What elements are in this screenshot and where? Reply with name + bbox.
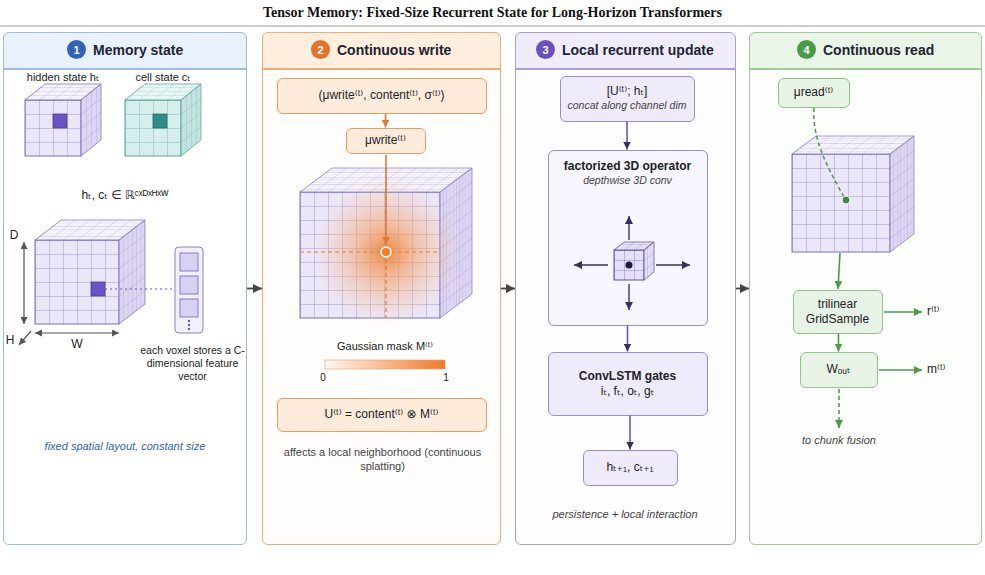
process-box: Wₒᵤₜ bbox=[800, 352, 878, 388]
box-text: U⁽ᵗ⁾ = content⁽ᵗ⁾ ⊗ M⁽ᵗ⁾ bbox=[324, 407, 438, 422]
stage-panel: Memory state 1 bbox=[3, 32, 247, 545]
flow-arrow bbox=[838, 334, 840, 352]
flow-arrow bbox=[501, 288, 515, 290]
flow-arrow bbox=[247, 288, 262, 290]
process-box: trilinear GridSample bbox=[793, 290, 883, 334]
depth-arrow bbox=[23, 242, 24, 324]
read-cube bbox=[792, 136, 914, 252]
stage-panel: Local recurrent update 3 [U⁽ᵗ⁾; hₜ]concat … bbox=[515, 32, 736, 545]
height-arrow bbox=[19, 331, 31, 345]
box-text: μwrite⁽ᵗ⁾ bbox=[365, 133, 406, 148]
neighbor-arrow bbox=[628, 216, 629, 240]
process-box: μwrite⁽ᵗ⁾ bbox=[346, 128, 426, 154]
panel-title: Memory state bbox=[93, 33, 183, 68]
write-center bbox=[381, 247, 391, 257]
title-rule bbox=[0, 26, 985, 27]
process-box: factorized 3D operatordepthwise 3D conv bbox=[548, 150, 708, 326]
mask-colorbar bbox=[325, 360, 445, 369]
flow-arrow bbox=[626, 122, 628, 150]
flow-arrow bbox=[627, 326, 629, 352]
output-arrow bbox=[884, 311, 922, 313]
flow-arrow bbox=[629, 416, 631, 450]
voxel-grid-cube bbox=[35, 220, 145, 324]
crosshair bbox=[300, 251, 440, 252]
flow-arrow bbox=[385, 114, 387, 128]
step-number-text: 4 bbox=[803, 44, 809, 56]
box-text: hₜ₊₁, cₜ₊₁ bbox=[606, 460, 653, 475]
write-pointer bbox=[385, 155, 387, 245]
box-text: depthwise 3D conv bbox=[583, 174, 672, 187]
process-box: hₜ₊₁, cₜ₊₁ bbox=[583, 450, 678, 486]
cell-state-cube bbox=[125, 84, 201, 156]
crosshair bbox=[385, 168, 386, 318]
operator-cube bbox=[614, 242, 654, 280]
box-text: μread⁽ᵗ⁾ bbox=[794, 85, 833, 100]
write-cube bbox=[300, 168, 472, 318]
process-box: μread⁽ᵗ⁾ bbox=[778, 78, 850, 108]
step-number: 2 bbox=[311, 40, 330, 59]
box-text: ConvLSTM gates bbox=[579, 369, 676, 384]
stage-panel: Continuous read 4 μread⁽ᵗ⁾ trilinear GridSa… bbox=[749, 32, 982, 545]
panel-title: Local recurrent update bbox=[562, 33, 714, 68]
step-number: 4 bbox=[797, 40, 816, 59]
process-box: ConvLSTM gatesiₜ, fₜ, oₜ, gₜ bbox=[548, 352, 708, 416]
sample-arrow bbox=[838, 253, 840, 289]
box-text: concat along channel dim bbox=[567, 99, 686, 112]
process-box: (μwrite⁽ᵗ⁾, content⁽ᵗ⁾, σ⁽ᵗ⁾) bbox=[277, 78, 487, 114]
step-number: 1 bbox=[67, 40, 86, 59]
gaussian-splat bbox=[312, 178, 460, 326]
neighbor-arrow bbox=[574, 264, 608, 265]
step-number-text: 1 bbox=[73, 44, 79, 56]
box-text: trilinear GridSample bbox=[798, 297, 878, 327]
box-text: (μwrite⁽ᵗ⁾, content⁽ᵗ⁾, σ⁽ᵗ⁾) bbox=[319, 88, 445, 103]
process-box: [U⁽ᵗ⁾; hₜ]concat along channel dim bbox=[560, 76, 695, 122]
neighbor-arrow bbox=[656, 264, 690, 265]
process-box: U⁽ᵗ⁾ = content⁽ᵗ⁾ ⊗ M⁽ᵗ⁾ bbox=[277, 398, 487, 432]
flow-arrow bbox=[736, 288, 749, 290]
stage-panel: Continuous write 2 (μwrite⁽ᵗ⁾, content⁽ᵗ⁾,… bbox=[262, 32, 501, 545]
box-text: iₜ, fₜ, oₜ, gₜ bbox=[601, 384, 655, 399]
voxel-leader bbox=[100, 288, 175, 289]
box-text: Wₒᵤₜ bbox=[827, 362, 851, 377]
step-number-text: 2 bbox=[317, 44, 323, 56]
hidden-state-cube bbox=[25, 84, 101, 156]
box-text: [U⁽ᵗ⁾; hₜ] bbox=[607, 84, 648, 99]
width-arrow bbox=[35, 332, 119, 333]
read-point bbox=[842, 196, 850, 204]
panel-title: Continuous write bbox=[337, 33, 451, 68]
step-number-text: 3 bbox=[542, 44, 548, 56]
diagram-title: Tensor Memory: Fixed-Size Recurrent Stat… bbox=[0, 5, 985, 21]
neighbor-arrow bbox=[628, 284, 629, 310]
feature-vector bbox=[175, 247, 203, 333]
fusion-arrow bbox=[838, 389, 840, 428]
panel-title: Continuous read bbox=[823, 33, 934, 68]
box-text: factorized 3D operator bbox=[564, 159, 691, 174]
step-number: 3 bbox=[536, 40, 555, 59]
output-arrow bbox=[879, 369, 922, 371]
read-pointer bbox=[814, 108, 844, 197]
